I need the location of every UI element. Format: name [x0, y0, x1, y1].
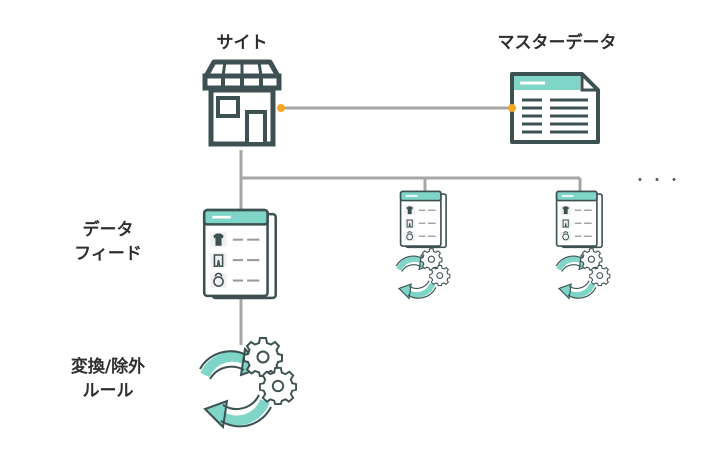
rule-label-line1: 変換/除外 [70, 357, 146, 377]
site-label: サイト [216, 33, 268, 53]
connector-lines [239, 106, 582, 345]
more-ellipsis: ・・・ [633, 173, 684, 189]
master-data-label: マスターデータ [497, 33, 617, 53]
data-feed-label-line2: フィード [74, 244, 142, 264]
data-feed-label-line1: データ [82, 220, 134, 240]
rule-label-line2: ルール [82, 381, 134, 401]
data-feed-icon [555, 190, 603, 249]
site-connector-dot [277, 104, 285, 112]
store-icon [202, 59, 282, 147]
transform-gear-icon [556, 249, 610, 299]
spreadsheet-icon [510, 72, 600, 144]
transform-gear-icon [396, 249, 450, 299]
data-feed-label: データ フィード [58, 218, 158, 266]
data-feed-icon [202, 208, 278, 300]
transform-gear-icon [200, 338, 296, 427]
data-feed-icon [399, 190, 447, 249]
master-connector-dot [508, 104, 516, 112]
rule-label: 変換/除外 ルール [48, 355, 168, 403]
